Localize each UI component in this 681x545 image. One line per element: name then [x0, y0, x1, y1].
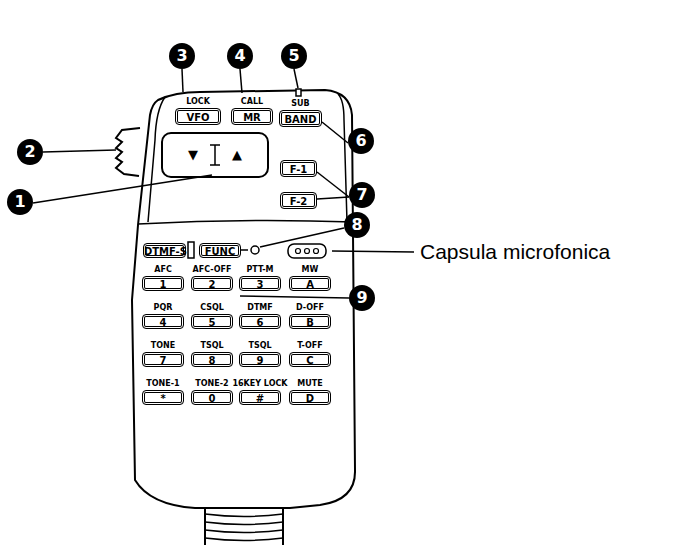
callout-number: 8 — [344, 212, 370, 238]
key-label: # — [240, 392, 280, 403]
callout-number: 6 — [348, 128, 374, 154]
key-button: LOCKVFO — [175, 108, 221, 125]
key-button: AFC-OFF2 — [191, 276, 233, 291]
indicator-dash — [241, 249, 248, 251]
function-label: TONE — [151, 341, 175, 350]
key-label: * — [143, 392, 183, 403]
key-button: 16KEY LOCK# — [239, 390, 281, 405]
capsule-hole — [314, 249, 319, 254]
key-button: D-OFFB — [289, 314, 331, 329]
key-button: SUBBAND — [279, 110, 322, 127]
function-label: TSQL — [200, 341, 223, 350]
function-label: PTT-M — [246, 265, 273, 274]
key-label: B — [290, 316, 330, 327]
key-button: TONE-1* — [142, 390, 184, 405]
key-label: 4 — [143, 316, 183, 327]
key-button: FUNC — [199, 243, 241, 258]
callout-number: 9 — [349, 285, 375, 311]
body-edge — [338, 94, 347, 222]
leader-lines — [33, 69, 414, 298]
key-label: 6 — [240, 316, 280, 327]
key-label: BAND — [280, 113, 321, 124]
key-button: CSQL5 — [191, 314, 233, 329]
sub-led — [296, 89, 301, 96]
key-label: DTMF-S — [144, 245, 185, 256]
callout-number: 3 — [169, 43, 195, 69]
key-button: TONE7 — [142, 352, 184, 367]
key-label: C — [290, 354, 330, 365]
function-label: PQR — [154, 303, 173, 312]
key-button: DTMF6 — [239, 314, 281, 329]
key-label: FUNC — [200, 245, 240, 256]
function-label: TONE-1 — [146, 379, 179, 388]
rocker-button: ▼▲ — [176, 143, 254, 167]
side-wheel — [116, 128, 140, 176]
key-label: 5 — [192, 316, 232, 327]
function-label: CSQL — [200, 303, 224, 312]
key-label: 8 — [192, 354, 232, 365]
divider-line — [138, 220, 354, 224]
key-button: MUTED — [289, 390, 331, 405]
key-button: T-OFFC — [289, 352, 331, 367]
key-label: VFO — [176, 111, 220, 122]
function-label: CALL — [241, 97, 263, 106]
key-label: 9 — [240, 354, 280, 365]
function-label: T-OFF — [297, 341, 322, 350]
callout-number: 5 — [281, 43, 307, 69]
rocker-frame — [162, 133, 268, 177]
function-label: LOCK — [186, 97, 210, 106]
key-button: TONE-20 — [191, 390, 233, 405]
function-label: D-OFF — [296, 303, 324, 312]
function-label: TONE-2 — [195, 379, 228, 388]
key-button: TSQL8 — [191, 352, 233, 367]
key-button: CALLMR — [231, 108, 273, 125]
key-label: A — [290, 278, 330, 289]
function-label: DTMF — [247, 303, 273, 312]
key-button: PQR4 — [142, 314, 184, 329]
key-label: MR — [232, 111, 272, 122]
function-label: AFC-OFF — [193, 265, 232, 274]
capsule-hole — [296, 249, 301, 254]
capsule-hole — [305, 249, 310, 254]
function-label: TSQL — [248, 341, 271, 350]
function-label: 16KEY LOCK — [232, 379, 287, 388]
key-label: 2 — [192, 278, 232, 289]
key-label: 7 — [143, 354, 183, 365]
key-label: 0 — [192, 392, 232, 403]
key-button: AFC1 — [142, 276, 184, 291]
small-indicator — [188, 242, 194, 258]
function-label: SUB — [291, 99, 309, 108]
cord — [205, 505, 283, 545]
key-button: TSQL9 — [239, 352, 281, 367]
key-button: F-2 — [280, 192, 317, 209]
callout-number: 4 — [227, 43, 253, 69]
key-label: D — [290, 392, 330, 403]
key-button: F-1 — [280, 160, 317, 177]
key-button: PTT-M3 — [239, 276, 281, 291]
microphone-capsule — [288, 244, 326, 258]
cord-ridges — [205, 514, 283, 541]
part-label: Capsula microfonica — [420, 240, 610, 264]
callout-number: 7 — [349, 182, 375, 208]
key-button: MWA — [289, 276, 331, 291]
function-label: MW — [302, 265, 319, 274]
rocker-divider — [210, 145, 220, 165]
key-label: F-1 — [281, 163, 316, 174]
arrow-symbol: ▲ — [232, 148, 242, 162]
callout-number: 2 — [17, 139, 43, 165]
callout-number: 1 — [7, 189, 33, 215]
key-label: F-2 — [281, 195, 316, 206]
microphone-body — [132, 90, 355, 508]
function-label: AFC — [154, 265, 172, 274]
function-label: MUTE — [297, 379, 322, 388]
key-label: 3 — [240, 278, 280, 289]
key-label: 1 — [143, 278, 183, 289]
indicator-lamp — [251, 246, 259, 254]
arrow-symbol: ▼ — [188, 148, 198, 162]
key-button: DTMF-S — [143, 243, 186, 258]
